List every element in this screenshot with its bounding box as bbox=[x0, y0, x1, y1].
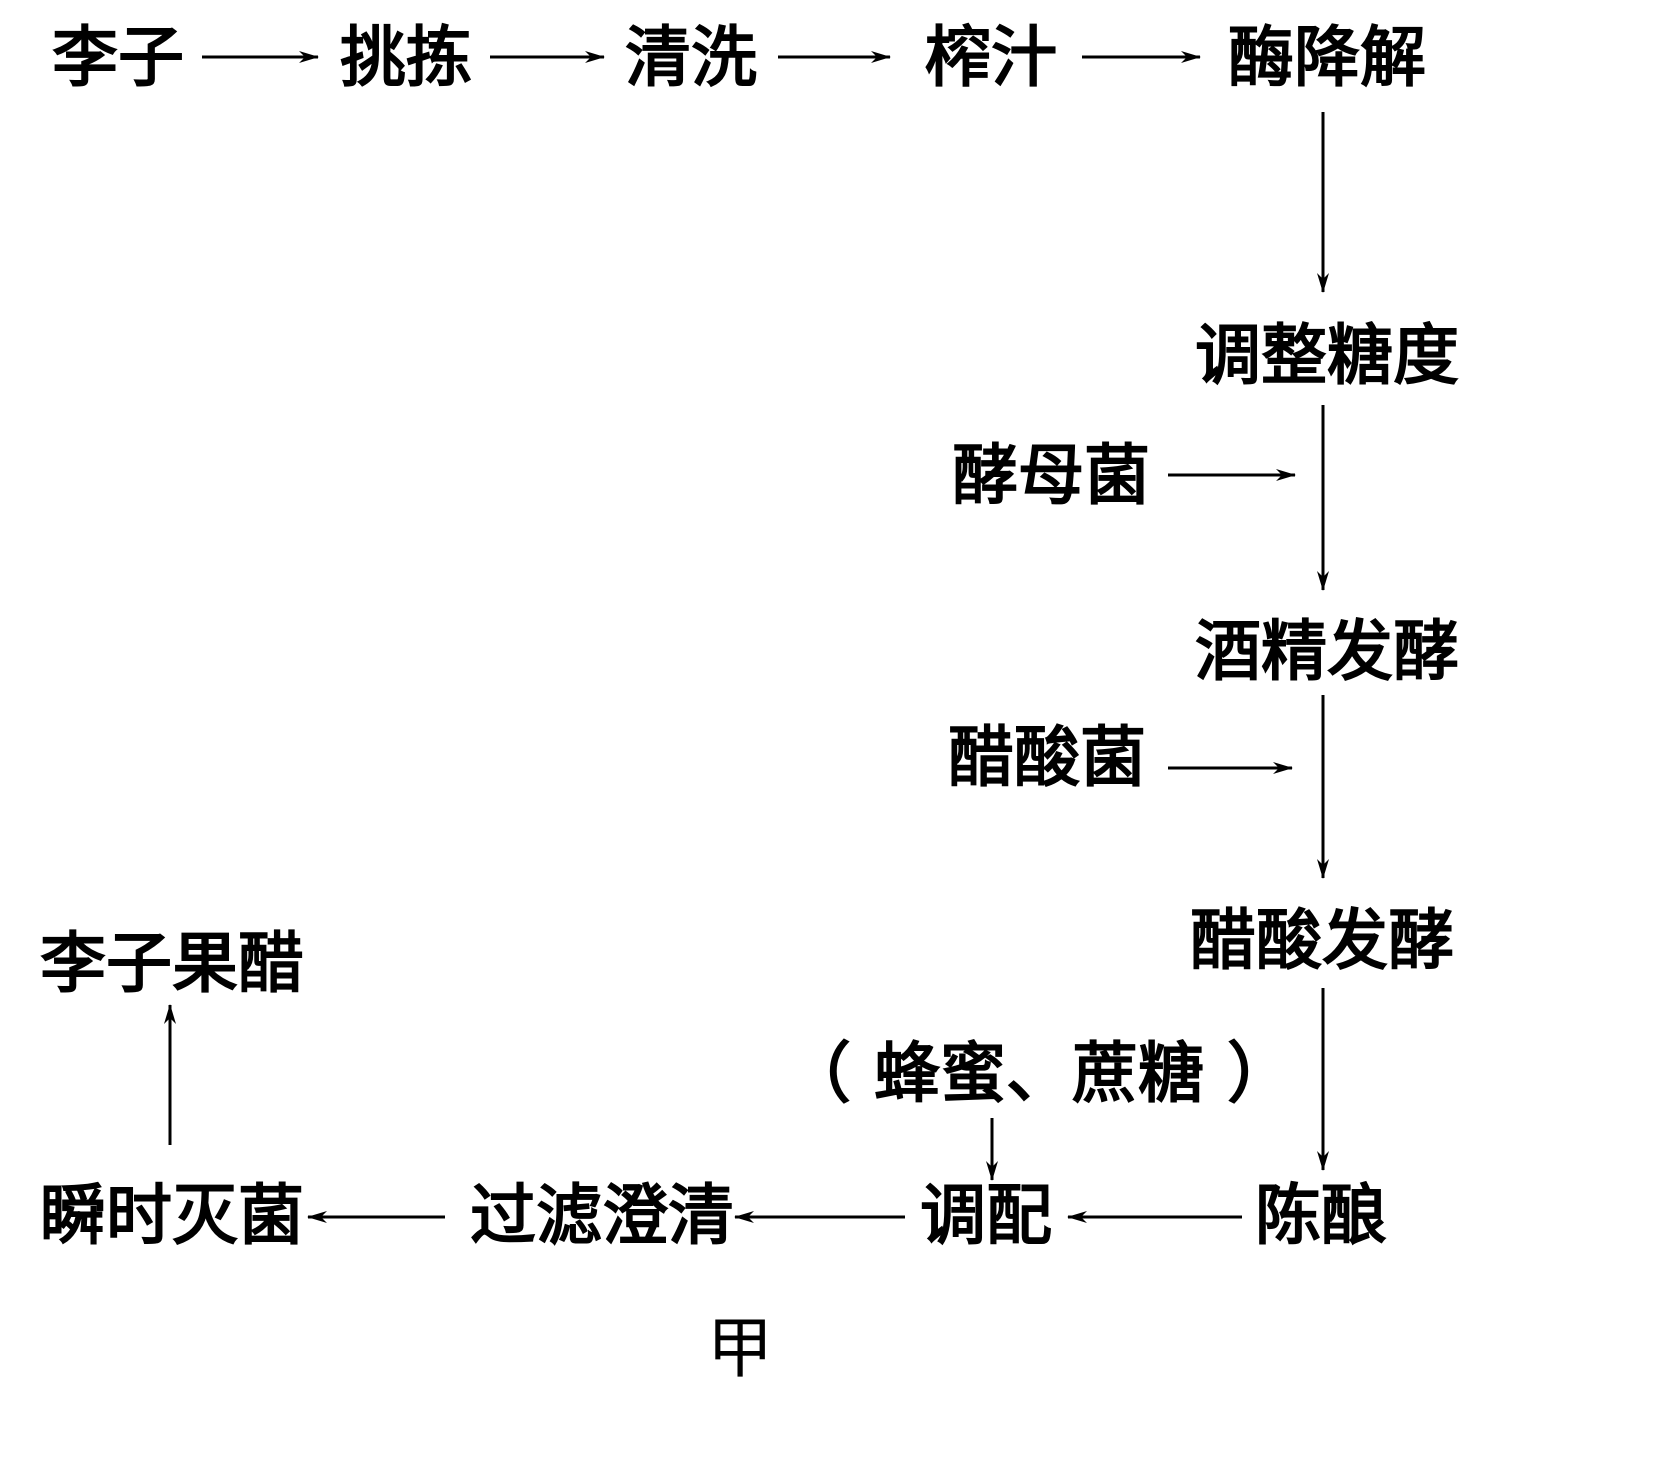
node-wash: 清洗 bbox=[625, 18, 757, 96]
node-filter: 过滤澄清 bbox=[470, 1176, 734, 1254]
figure-caption: 甲 bbox=[707, 1310, 773, 1387]
node-acetic-ferment: 醋酸发酵 bbox=[1190, 901, 1454, 979]
node-acetobacter: 醋酸菌 bbox=[948, 718, 1146, 796]
node-additives: （ 蜂蜜、蔗糖 ） bbox=[785, 1034, 1293, 1112]
node-enzyme: 酶降解 bbox=[1228, 18, 1426, 96]
node-sterilize: 瞬时灭菌 bbox=[40, 1176, 304, 1254]
node-blend: 调配 bbox=[920, 1176, 1052, 1254]
node-sort: 挑拣 bbox=[340, 18, 472, 96]
node-alcohol-ferment: 酒精发酵 bbox=[1195, 612, 1459, 690]
node-aging: 陈酿 bbox=[1255, 1176, 1387, 1254]
node-juice: 榨汁 bbox=[925, 18, 1057, 96]
node-yeast: 酵母菌 bbox=[952, 436, 1150, 514]
node-plum: 李子 bbox=[52, 18, 184, 96]
node-sugar-adjust: 调整糖度 bbox=[1195, 316, 1459, 394]
node-product: 李子果醋 bbox=[40, 924, 304, 1002]
